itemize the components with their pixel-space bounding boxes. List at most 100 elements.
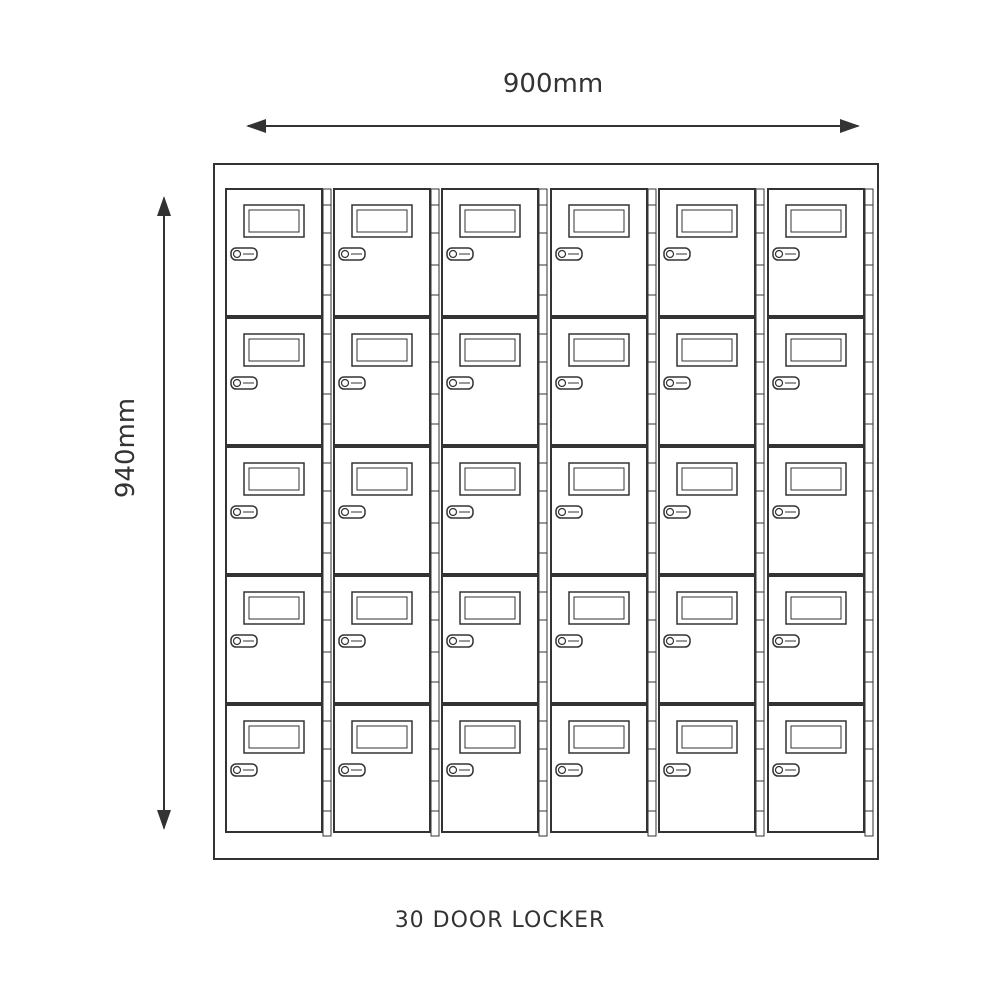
- lock-keyhole: [448, 507, 458, 517]
- locker-door: [225, 575, 323, 704]
- label-holder: [785, 333, 847, 367]
- locker-door: [441, 704, 539, 833]
- lock-icon: [555, 763, 583, 777]
- label-window: [356, 725, 408, 749]
- label-holder: [351, 720, 413, 754]
- label-window: [790, 209, 842, 233]
- locker-door: [658, 575, 756, 704]
- locker-door: [441, 446, 539, 575]
- label-holder: [676, 333, 738, 367]
- label-window: [681, 596, 733, 620]
- label-holder: [351, 462, 413, 496]
- label-holder: [459, 204, 521, 238]
- lock-keyhole: [557, 636, 567, 646]
- label-holder: [676, 720, 738, 754]
- lock-icon: [663, 505, 691, 519]
- label-holder: [243, 333, 305, 367]
- label-holder: [243, 720, 305, 754]
- label-window: [356, 467, 408, 491]
- hinge-strip: [755, 188, 765, 837]
- label-holder: [676, 462, 738, 496]
- lock-icon: [555, 505, 583, 519]
- label-holder: [351, 591, 413, 625]
- lock-icon: [772, 376, 800, 390]
- lock-icon: [555, 247, 583, 261]
- label-holder: [351, 204, 413, 238]
- label-holder: [676, 204, 738, 238]
- label-holder: [243, 204, 305, 238]
- label-holder: [568, 333, 630, 367]
- lock-keyhole: [557, 378, 567, 388]
- locker-door: [550, 446, 648, 575]
- lock-keyhole: [232, 249, 242, 259]
- label-holder: [459, 333, 521, 367]
- lock-icon: [230, 376, 258, 390]
- lock-icon: [555, 376, 583, 390]
- lock-keyhole: [232, 765, 242, 775]
- lock-icon: [338, 247, 366, 261]
- lock-keyhole: [232, 507, 242, 517]
- label-holder: [785, 720, 847, 754]
- locker-caption: 30 DOOR LOCKER: [394, 908, 606, 933]
- lock-icon: [772, 505, 800, 519]
- label-holder: [785, 462, 847, 496]
- lock-keyhole: [774, 765, 784, 775]
- locker-door: [225, 446, 323, 575]
- locker-door: [550, 575, 648, 704]
- lock-icon: [663, 376, 691, 390]
- lock-keyhole: [340, 765, 350, 775]
- height-dimension-label: 940mm: [111, 398, 141, 498]
- lock-icon: [338, 763, 366, 777]
- locker-door: [658, 446, 756, 575]
- label-window: [681, 725, 733, 749]
- lock-icon: [663, 763, 691, 777]
- lock-keyhole: [665, 249, 675, 259]
- label-window: [356, 338, 408, 362]
- lock-keyhole: [665, 636, 675, 646]
- locker-door: [333, 704, 431, 833]
- hinge-strip: [538, 188, 548, 837]
- label-window: [464, 467, 516, 491]
- locker-doors: [225, 188, 874, 837]
- locker-door: [441, 317, 539, 446]
- lock-keyhole: [340, 378, 350, 388]
- locker-door: [767, 188, 865, 317]
- lock-icon: [446, 376, 474, 390]
- label-window: [790, 338, 842, 362]
- lock-keyhole: [557, 765, 567, 775]
- label-holder: [785, 591, 847, 625]
- locker-door: [658, 188, 756, 317]
- label-window: [248, 338, 300, 362]
- lock-icon: [230, 247, 258, 261]
- label-holder: [785, 204, 847, 238]
- label-window: [356, 596, 408, 620]
- label-window: [573, 725, 625, 749]
- locker-door: [767, 317, 865, 446]
- lock-icon: [446, 763, 474, 777]
- locker-door: [225, 704, 323, 833]
- label-window: [248, 596, 300, 620]
- locker-door: [333, 188, 431, 317]
- label-window: [464, 338, 516, 362]
- label-window: [681, 338, 733, 362]
- locker-door: [767, 575, 865, 704]
- lock-icon: [772, 763, 800, 777]
- locker-door: [333, 446, 431, 575]
- label-window: [573, 338, 625, 362]
- label-window: [790, 467, 842, 491]
- label-window: [790, 725, 842, 749]
- label-window: [573, 209, 625, 233]
- hinge-strip: [864, 188, 874, 837]
- lock-keyhole: [448, 378, 458, 388]
- lock-keyhole: [232, 636, 242, 646]
- locker-door: [658, 704, 756, 833]
- label-holder: [243, 591, 305, 625]
- label-window: [790, 596, 842, 620]
- lock-icon: [663, 247, 691, 261]
- locker-door: [441, 575, 539, 704]
- hinge-strip: [647, 188, 657, 837]
- lock-icon: [338, 634, 366, 648]
- label-window: [248, 725, 300, 749]
- label-holder: [568, 204, 630, 238]
- lock-keyhole: [448, 765, 458, 775]
